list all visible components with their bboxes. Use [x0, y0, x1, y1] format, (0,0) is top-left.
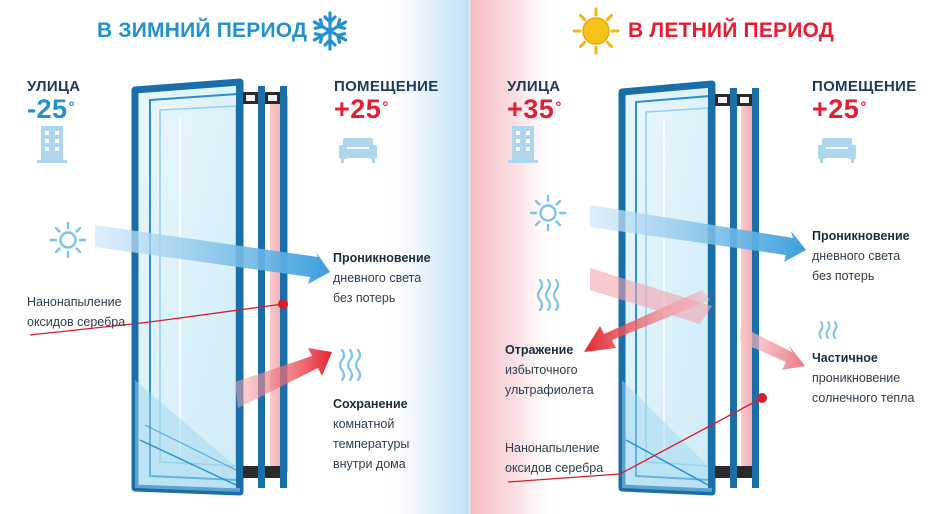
summer-outside-temp-value: +35 — [507, 94, 555, 124]
summer-reflect-caption-line1: избыточного — [505, 363, 578, 377]
summer-reflect-caption-title: Отражение — [505, 343, 574, 357]
summer-partial-caption-line1: проникновение — [812, 371, 901, 385]
summer-spacer-highlight — [718, 97, 727, 103]
winter-sofa-icon — [339, 138, 377, 163]
winter-inside-temp: +25° — [334, 96, 389, 123]
summer-coating-caption: Нанонапыление оксидов серебра — [505, 438, 603, 478]
winter-heat-caption-line1: комнатной — [333, 417, 395, 431]
summer-coating-pointer-dot — [757, 393, 767, 403]
winter-sash-3 — [280, 86, 287, 488]
summer-warm-gradient — [470, 0, 560, 514]
winter-bottom-line-2 — [144, 424, 237, 471]
winter-light-caption-title: Проникновение — [333, 251, 431, 265]
winter-outside-temp-value: -25 — [27, 94, 68, 124]
summer-outside-degree: ° — [555, 99, 562, 116]
winter-coating-caption-line1: Нанонапыление — [27, 295, 122, 309]
snowflake-icon — [312, 11, 348, 51]
summer-outside-label: УЛИЦА — [507, 78, 561, 95]
winter-window — [131, 78, 288, 496]
winter-heat-caption-title: Сохранение — [333, 397, 408, 411]
summer-inside-label: ПОМЕЩЕНИЕ — [812, 78, 917, 95]
winter-light-arrow — [95, 225, 330, 284]
winter-spacer-highlight-2 — [268, 95, 277, 101]
winter-title: В ЗИМНИЙ ПЕРИОД — [97, 19, 308, 42]
summer-reflect-caption-line2: ультрафиолета — [505, 383, 594, 397]
summer-light-caption-title: Проникновение — [812, 229, 910, 243]
summer-light-caption: Проникновение дневного света без потерь — [812, 226, 910, 286]
winter-spacer-bottom-2 — [265, 466, 280, 478]
winter-building-icon — [37, 126, 67, 163]
winter-bottom-perspective — [135, 380, 240, 492]
summer-sash-1 — [708, 88, 715, 488]
winter-bottom-line — [139, 439, 237, 486]
winter-outside-label: УЛИЦА — [27, 78, 81, 95]
summer-coating-caption-line2: оксидов серебра — [505, 461, 604, 475]
summer-daylight-sun-icon — [529, 194, 567, 232]
summer-inside-temp-value: +25 — [812, 94, 860, 124]
winter-outside-temp: -25° — [27, 96, 75, 123]
summer-partial-caption-title: Частичное — [812, 351, 878, 365]
summer-sofa-icon — [818, 138, 856, 163]
summer-coating-caption-line1: Нанонапыление — [505, 441, 600, 455]
winter-sash-1 — [236, 86, 243, 488]
winter-spacer-bottom-1 — [243, 466, 258, 478]
summer-sash-2 — [730, 88, 737, 488]
winter-spacer-highlight — [246, 95, 255, 101]
summer-partial-heat-arrow — [740, 326, 805, 370]
summer-window — [618, 80, 759, 496]
winter-light-caption-line1: дневного света — [333, 271, 422, 285]
winter-inside-label: ПОМЕЩЕНИЕ — [334, 78, 439, 95]
winter-coating-caption: Нанонапыление оксидов серебра — [27, 292, 125, 332]
winter-cold-gradient — [380, 0, 470, 514]
sun-icon — [572, 7, 620, 55]
summer-outside-temp: +35° — [507, 96, 562, 123]
winter-sash-2 — [258, 86, 265, 488]
summer-sash-3 — [752, 88, 759, 488]
winter-light-caption: Проникновение дневного света без потерь — [333, 248, 431, 308]
summer-glass-pane — [622, 84, 712, 492]
summer-partial-caption: Частичное проникновение солнечного тепла — [812, 348, 914, 408]
summer-bottom-line — [625, 439, 709, 486]
winter-heat-caption-line2: температуры — [333, 437, 410, 451]
summer-light-caption-line1: дневного света — [812, 249, 901, 263]
winter-heat-caption-line3: внутри дома — [333, 457, 406, 471]
winter-light-caption-line2: без потерь — [333, 291, 396, 305]
winter-coating-pointer-line — [29, 303, 284, 336]
winter-heat-wave-icon — [338, 348, 362, 382]
summer-spacer-highlight-2 — [740, 97, 749, 103]
winter-inside-degree: ° — [382, 99, 389, 116]
summer-spacer-bottom-1 — [715, 466, 730, 478]
summer-reflect-caption: Отражение избыточного ультрафиолета — [505, 340, 594, 400]
summer-light-arrow — [590, 205, 806, 262]
summer-inside-temp: +25° — [812, 96, 867, 123]
winter-heat-arrow — [235, 348, 332, 408]
winter-inside-temp-value: +25 — [334, 94, 382, 124]
winter-glass-pane — [135, 82, 240, 492]
summer-spacer-bottom-2 — [737, 466, 752, 478]
winter-daylight-sun-icon — [49, 221, 87, 259]
summer-coating-pointer-line — [507, 397, 763, 483]
winter-coating-caption-line2: оксидов серебра — [27, 315, 126, 329]
summer-bottom-perspective — [622, 380, 712, 492]
winter-coating-pointer-dot — [278, 299, 288, 309]
summer-inside-degree: ° — [860, 99, 867, 116]
summer-incoming-heat-beam — [590, 268, 712, 324]
summer-building-icon — [508, 126, 538, 163]
summer-light-caption-line2: без потерь — [812, 269, 875, 283]
winter-heat-caption: Сохранение комнатной температуры внутри … — [333, 394, 409, 474]
summer-partial-caption-line2: солнечного тепла — [812, 391, 915, 405]
summer-heat-wave-icon — [536, 278, 560, 312]
summer-partial-heat-wave-icon — [818, 321, 838, 339]
winter-outside-degree: ° — [68, 99, 76, 116]
summer-title: В ЛЕТНИЙ ПЕРИОД — [628, 19, 834, 42]
